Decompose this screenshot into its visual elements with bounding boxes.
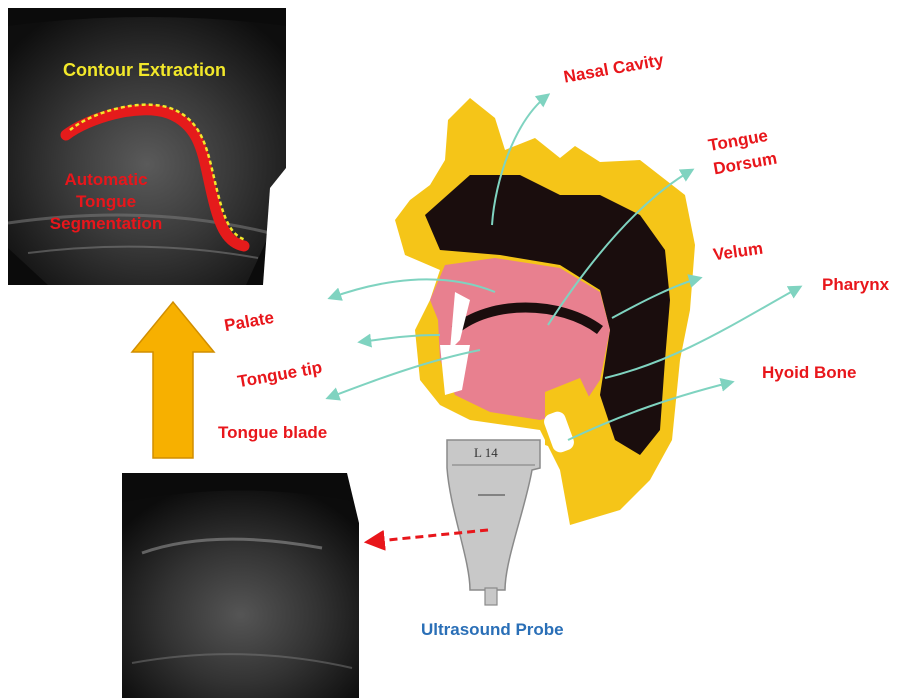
label-tongue-blade: Tongue blade [218, 424, 327, 441]
process-flow-arrow [132, 302, 214, 458]
label-ultrasound-probe: Ultrasound Probe [421, 621, 564, 638]
probe-cable-stub [485, 588, 497, 605]
label-hyoid-bone: Hyoid Bone [762, 364, 856, 381]
head-anatomy [395, 98, 695, 525]
probe-body [447, 440, 540, 590]
probe-model-label: L 14 [474, 445, 498, 460]
ultrasound-probe[interactable]: L 14 [447, 440, 540, 605]
label-pharynx: Pharynx [822, 276, 889, 293]
